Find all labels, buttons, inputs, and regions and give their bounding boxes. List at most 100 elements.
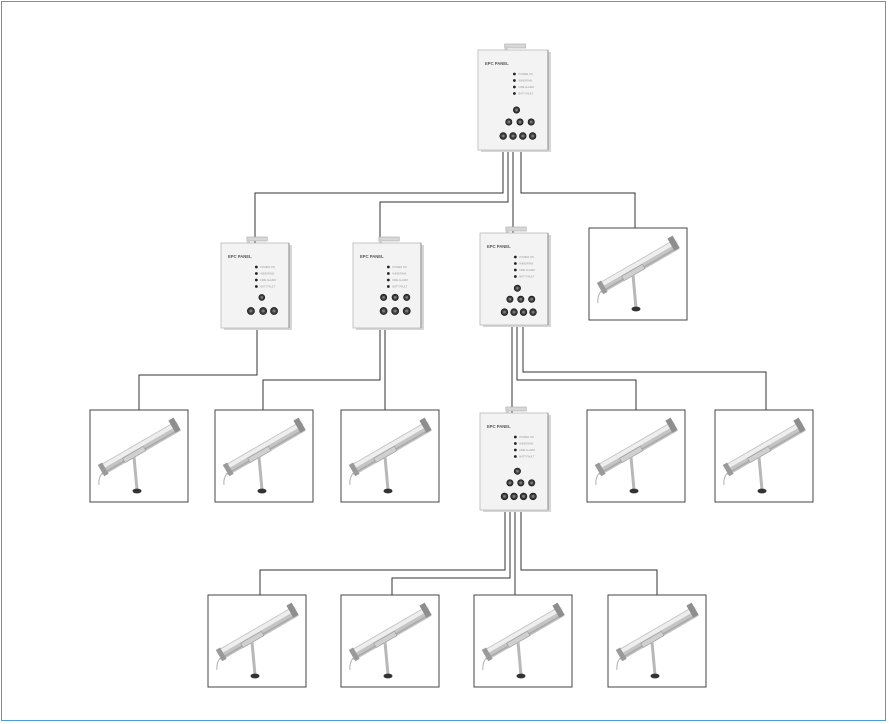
button-cap (508, 481, 512, 485)
led-indicator-icon (513, 455, 517, 458)
antenna-icon (378, 236, 400, 242)
actuator-end-cap (594, 462, 606, 477)
actuator-end-cap (419, 417, 432, 433)
connector-control-panel-b-to-actuator-3 (262, 328, 381, 410)
button-cap (272, 309, 276, 313)
button-cap (530, 297, 534, 301)
button-cap (531, 134, 535, 138)
actuator-highlight (484, 606, 564, 654)
led-indicator-icon (513, 85, 516, 89)
actuator-chain (250, 641, 257, 676)
actuator-3 (214, 409, 314, 503)
led-label: WIND/RAIN (260, 272, 274, 276)
button-cap (515, 286, 519, 290)
led-label: POWER ON (519, 255, 534, 259)
led-indicator-icon (513, 435, 517, 439)
actuator-foot (650, 673, 660, 679)
led-indicator-icon (254, 265, 258, 269)
button-cap (512, 310, 516, 314)
button-cap (515, 108, 518, 112)
led-indicator-icon (513, 262, 517, 265)
actuator-foot (631, 306, 641, 312)
button-cap (530, 481, 534, 485)
actuator-end-cap (97, 462, 109, 477)
led-indicator-icon (513, 72, 516, 76)
actuator-6 (714, 409, 814, 503)
actuator-cable (349, 472, 354, 486)
led-label: WIND/RAIN (519, 262, 533, 266)
button-cap (531, 310, 535, 314)
connector-control-panel-c-to-actuator-5 (516, 325, 637, 410)
actuator-chain (383, 641, 390, 676)
actuator-chain (757, 456, 764, 491)
actuator-cable (595, 472, 600, 486)
actuator-foot (383, 673, 393, 679)
antenna-mount (246, 239, 250, 245)
connector-control-panel-main-to-control-panel-b (379, 148, 509, 243)
actuator-end-cap (348, 462, 360, 477)
actuator-chain (132, 456, 139, 491)
led-label: BATT FAULT (519, 455, 534, 459)
actuator-8 (340, 594, 440, 688)
actuator-end-cap (222, 462, 234, 477)
actuator-foot (516, 673, 526, 679)
actuator-end-cap (596, 280, 608, 295)
led-label: POWER ON (518, 72, 533, 76)
actuator-2 (89, 409, 189, 503)
actuator-end-cap (615, 647, 627, 662)
actuator-highlight (725, 421, 805, 469)
actuator-cable (98, 472, 103, 486)
actuator-bracket (621, 263, 646, 282)
connector-control-panel-main-to-control-panel-a (254, 148, 504, 243)
button-cap (515, 469, 519, 473)
antenna-icon (505, 406, 527, 412)
actuator-end-cap (667, 235, 680, 251)
button-cap (511, 134, 515, 138)
button-cap (260, 296, 264, 299)
led-indicator-icon (513, 268, 517, 272)
actuator-end-cap (665, 417, 678, 433)
actuator-highlight (599, 239, 679, 287)
led-indicator-icon (386, 278, 390, 282)
antenna-mount (504, 46, 508, 52)
led-indicator-icon (254, 278, 258, 282)
button-cap (531, 494, 535, 498)
led-label: WIND/RAIN (518, 79, 532, 83)
led-label: WIND/RAIN (392, 272, 406, 276)
antenna-mount (505, 229, 509, 235)
button-cap (508, 297, 512, 301)
actuator-chain (516, 641, 523, 676)
actuator-end-cap (552, 602, 565, 618)
connector-control-panel-c-to-actuator-6 (522, 325, 767, 410)
antenna-icon (504, 43, 526, 49)
actuator-end-cap (481, 647, 493, 662)
actuator-bracket (122, 445, 147, 464)
panel-title: EPC PANEL (485, 61, 509, 66)
button-cap (405, 295, 409, 299)
led-indicator-icon (386, 265, 390, 269)
led-indicator-icon (254, 272, 258, 275)
antenna-icon (505, 226, 527, 232)
actuator-cable (723, 472, 728, 486)
actuator-foot (250, 673, 260, 679)
actuator-end-cap (793, 417, 806, 433)
led-indicator-icon (513, 92, 516, 95)
button-cap (382, 295, 386, 299)
actuator-end-cap (168, 417, 181, 433)
panel-body (477, 49, 549, 151)
actuator-highlight (597, 421, 677, 469)
actuator-chain (650, 641, 657, 676)
connector-control-panel-a-to-actuator-2 (138, 328, 258, 410)
led-indicator-icon (513, 79, 516, 82)
actuator-highlight (351, 606, 431, 654)
panel-title: EPC PANEL (487, 424, 511, 429)
led-label: BATT FAULT (519, 275, 534, 279)
actuator-cable (349, 657, 354, 671)
connector-control-panel-d-to-actuator-8 (391, 505, 511, 595)
actuator-1 (588, 227, 688, 321)
connector-control-panel-d-to-actuator-7 (259, 505, 506, 595)
led-indicator-icon (254, 285, 258, 288)
button-cap (502, 310, 507, 314)
